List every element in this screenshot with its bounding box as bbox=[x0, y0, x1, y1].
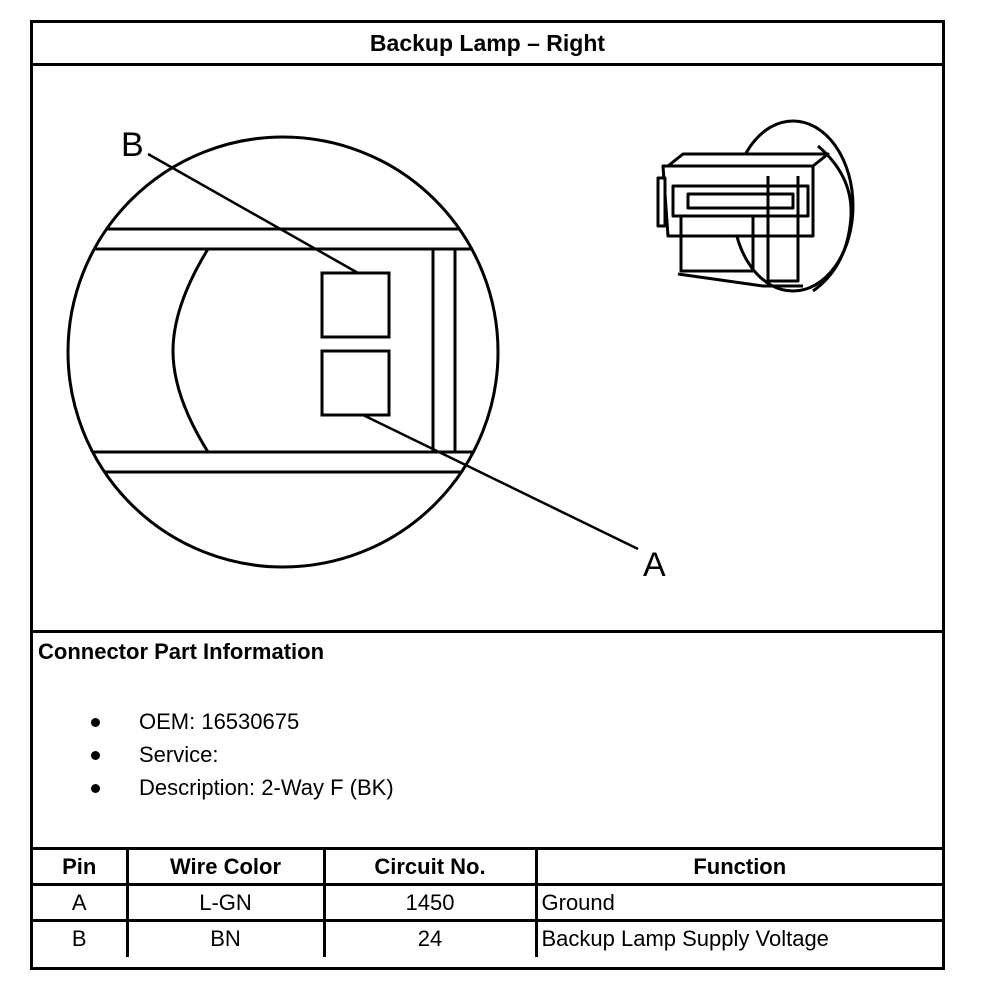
connector-3d-view bbox=[656, 119, 855, 293]
connector-part-information: Connector Part Information OEM: 16530675… bbox=[33, 630, 942, 850]
info-list: OEM: 16530675 Service: Description: 2-Wa… bbox=[87, 705, 394, 804]
table-row: A L-GN 1450 Ground bbox=[33, 883, 942, 922]
terminal-a bbox=[320, 349, 391, 417]
info-item-oem: OEM: 16530675 bbox=[87, 705, 394, 738]
cell-function: Backup Lamp Supply Voltage bbox=[534, 919, 942, 957]
pin-table: Pin Wire Color Circuit No. Function A L-… bbox=[33, 847, 942, 957]
leader-line-b bbox=[147, 152, 359, 275]
cell-circuit-no: 24 bbox=[322, 919, 538, 957]
connector-diagram: B A bbox=[33, 66, 942, 630]
header-circuit-no: Circuit No. bbox=[322, 847, 538, 886]
header-pin: Pin bbox=[33, 847, 129, 886]
info-heading: Connector Part Information bbox=[38, 639, 325, 664]
leader-line-a bbox=[362, 413, 639, 551]
table-header-row: Pin Wire Color Circuit No. Function bbox=[33, 847, 942, 886]
table-row: B BN 24 Backup Lamp Supply Voltage bbox=[33, 919, 942, 957]
cell-wire-color: L-GN bbox=[125, 883, 326, 922]
terminal-b bbox=[320, 271, 391, 339]
header-function: Function bbox=[534, 847, 942, 886]
connector-face-circle bbox=[66, 135, 500, 569]
pin-label-a: A bbox=[643, 546, 666, 584]
cell-pin: B bbox=[33, 919, 129, 957]
cell-wire-color: BN bbox=[125, 919, 326, 957]
connector-face-drawing: B A bbox=[66, 119, 855, 584]
connector-frame: Backup Lamp – Right bbox=[30, 20, 945, 970]
left-cavity bbox=[171, 247, 435, 454]
cell-pin: A bbox=[33, 883, 129, 922]
info-item-service: Service: bbox=[87, 738, 394, 771]
header-wire-color: Wire Color bbox=[125, 847, 326, 886]
pin-label-b: B bbox=[121, 126, 144, 164]
cell-circuit-no: 1450 bbox=[322, 883, 538, 922]
page-title: Backup Lamp – Right bbox=[33, 23, 942, 66]
info-item-description: Description: 2-Way F (BK) bbox=[87, 771, 394, 804]
cell-function: Ground bbox=[534, 883, 942, 922]
